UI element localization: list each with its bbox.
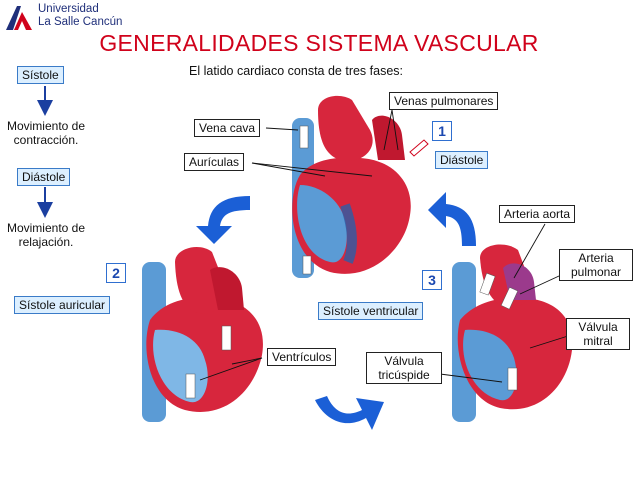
page-subtitle: El latido cardiaco consta de tres fases: [189,64,404,78]
label-arteria-pulmonar-line2: pulmonar [570,265,622,279]
phase-1-number: 1 [432,121,452,141]
legend-diastole-desc-line1: Movimiento de [6,221,86,235]
phase-2-name: Sístole auricular [14,296,111,314]
legend-systole-desc-line1: Movimiento de [6,119,86,133]
heart-ventricular-systole-illustration [452,244,573,422]
label-venas-pulmonares: Venas pulmonares [389,92,499,110]
highlight-arrow-icon [409,139,429,157]
phase-2-number: 2 [106,263,126,283]
label-valvula-tricuspide-line2: tricúspide [378,368,430,382]
cycle-arrow-2-from-1 [196,196,250,244]
university-logo-icon [6,6,32,30]
label-valvula-tricuspide: Válvula tricúspide [366,352,442,384]
heart-atrial-systole-illustration [142,247,263,422]
legend-systole-desc-line2: contracción. [13,133,79,147]
label-arteria-pulmonar-line1: Arteria [578,251,614,265]
phase-3-number: 3 [422,270,442,290]
legend-diastole-desc-line2: relajación. [18,235,74,249]
university-name-line1: Universidad [38,3,99,15]
page-title: GENERALIDADES SISTEMA VASCULAR [99,30,539,56]
university-name-line2: La Salle Cancún [38,16,123,28]
heart-diastole-illustration [292,95,411,278]
cycle-arrow-1-from-3 [428,192,476,246]
label-arteria-aorta: Arteria aorta [499,205,576,223]
label-vena-cava: Vena cava [194,119,261,137]
legend-systole-box: Sístole [17,66,64,84]
label-ventriculos: Ventrículos [267,348,337,366]
legend-diastole-box: Diástole [17,168,71,186]
university-name: Universidad La Salle Cancún [38,3,122,29]
label-valvula-tricuspide-line1: Válvula [384,354,424,368]
phase-1-name: Diástole [435,151,489,169]
label-arteria-pulmonar: Arteria pulmonar [559,249,633,281]
cycle-arrow-3-from-2 [315,396,384,430]
phase-3-name: Sístole ventricular [318,302,424,320]
legend-diastole-description: Movimiento de relajación. [2,221,90,249]
label-auriculas: Aurículas [184,153,245,171]
label-valvula-mitral-line2: mitral [583,334,613,348]
label-valvula-mitral: Válvula mitral [566,318,630,350]
legend-systole-description: Movimiento de contracción. [2,119,90,147]
label-valvula-mitral-line1: Válvula [578,320,618,334]
